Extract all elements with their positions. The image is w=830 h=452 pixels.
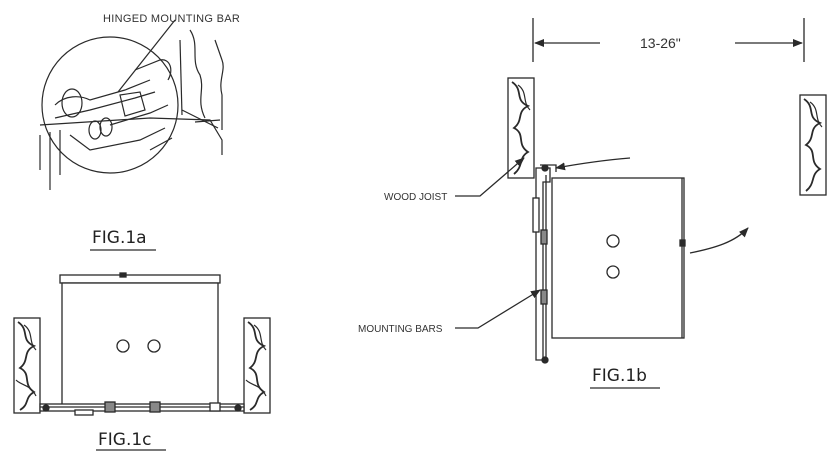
wood-joist-leader (455, 157, 525, 197)
rotation-arrow-right (689, 227, 749, 254)
callout-leader-line (117, 19, 176, 93)
wood-joist-right (243, 317, 271, 414)
magnifier-circle (41, 36, 179, 174)
mounting-bars-leader (455, 289, 541, 329)
knockout-bottom (606, 265, 620, 279)
fixture-housing-top (551, 177, 685, 339)
dimension-label: 13-26" (640, 35, 681, 51)
mounting-bars-front (39, 401, 245, 416)
fig-1b (455, 18, 827, 364)
knockout-top (606, 234, 620, 248)
fig-1b-caption: FIG.1b (592, 366, 647, 386)
fixture-housing (61, 282, 219, 406)
wood-joist-left-top (507, 77, 535, 179)
fig-1a-caption: FIG.1a (92, 228, 147, 248)
knockout-right (147, 339, 161, 353)
rotation-arrow-top (555, 157, 631, 171)
fig-1c (13, 272, 271, 416)
fig-1c-caption: FIG.1c (98, 430, 152, 450)
wood-joist-right-top (799, 94, 827, 196)
knockout-left (116, 339, 130, 353)
hinged-mounting-bar-label: HINGED MOUNTING BAR (103, 13, 240, 25)
wood-joist-label: WOOD JOIST (384, 192, 447, 203)
fig-1a (39, 19, 224, 190)
wood-joist-left (13, 317, 41, 414)
mounting-bars-label: MOUNTING BARS (358, 324, 443, 335)
